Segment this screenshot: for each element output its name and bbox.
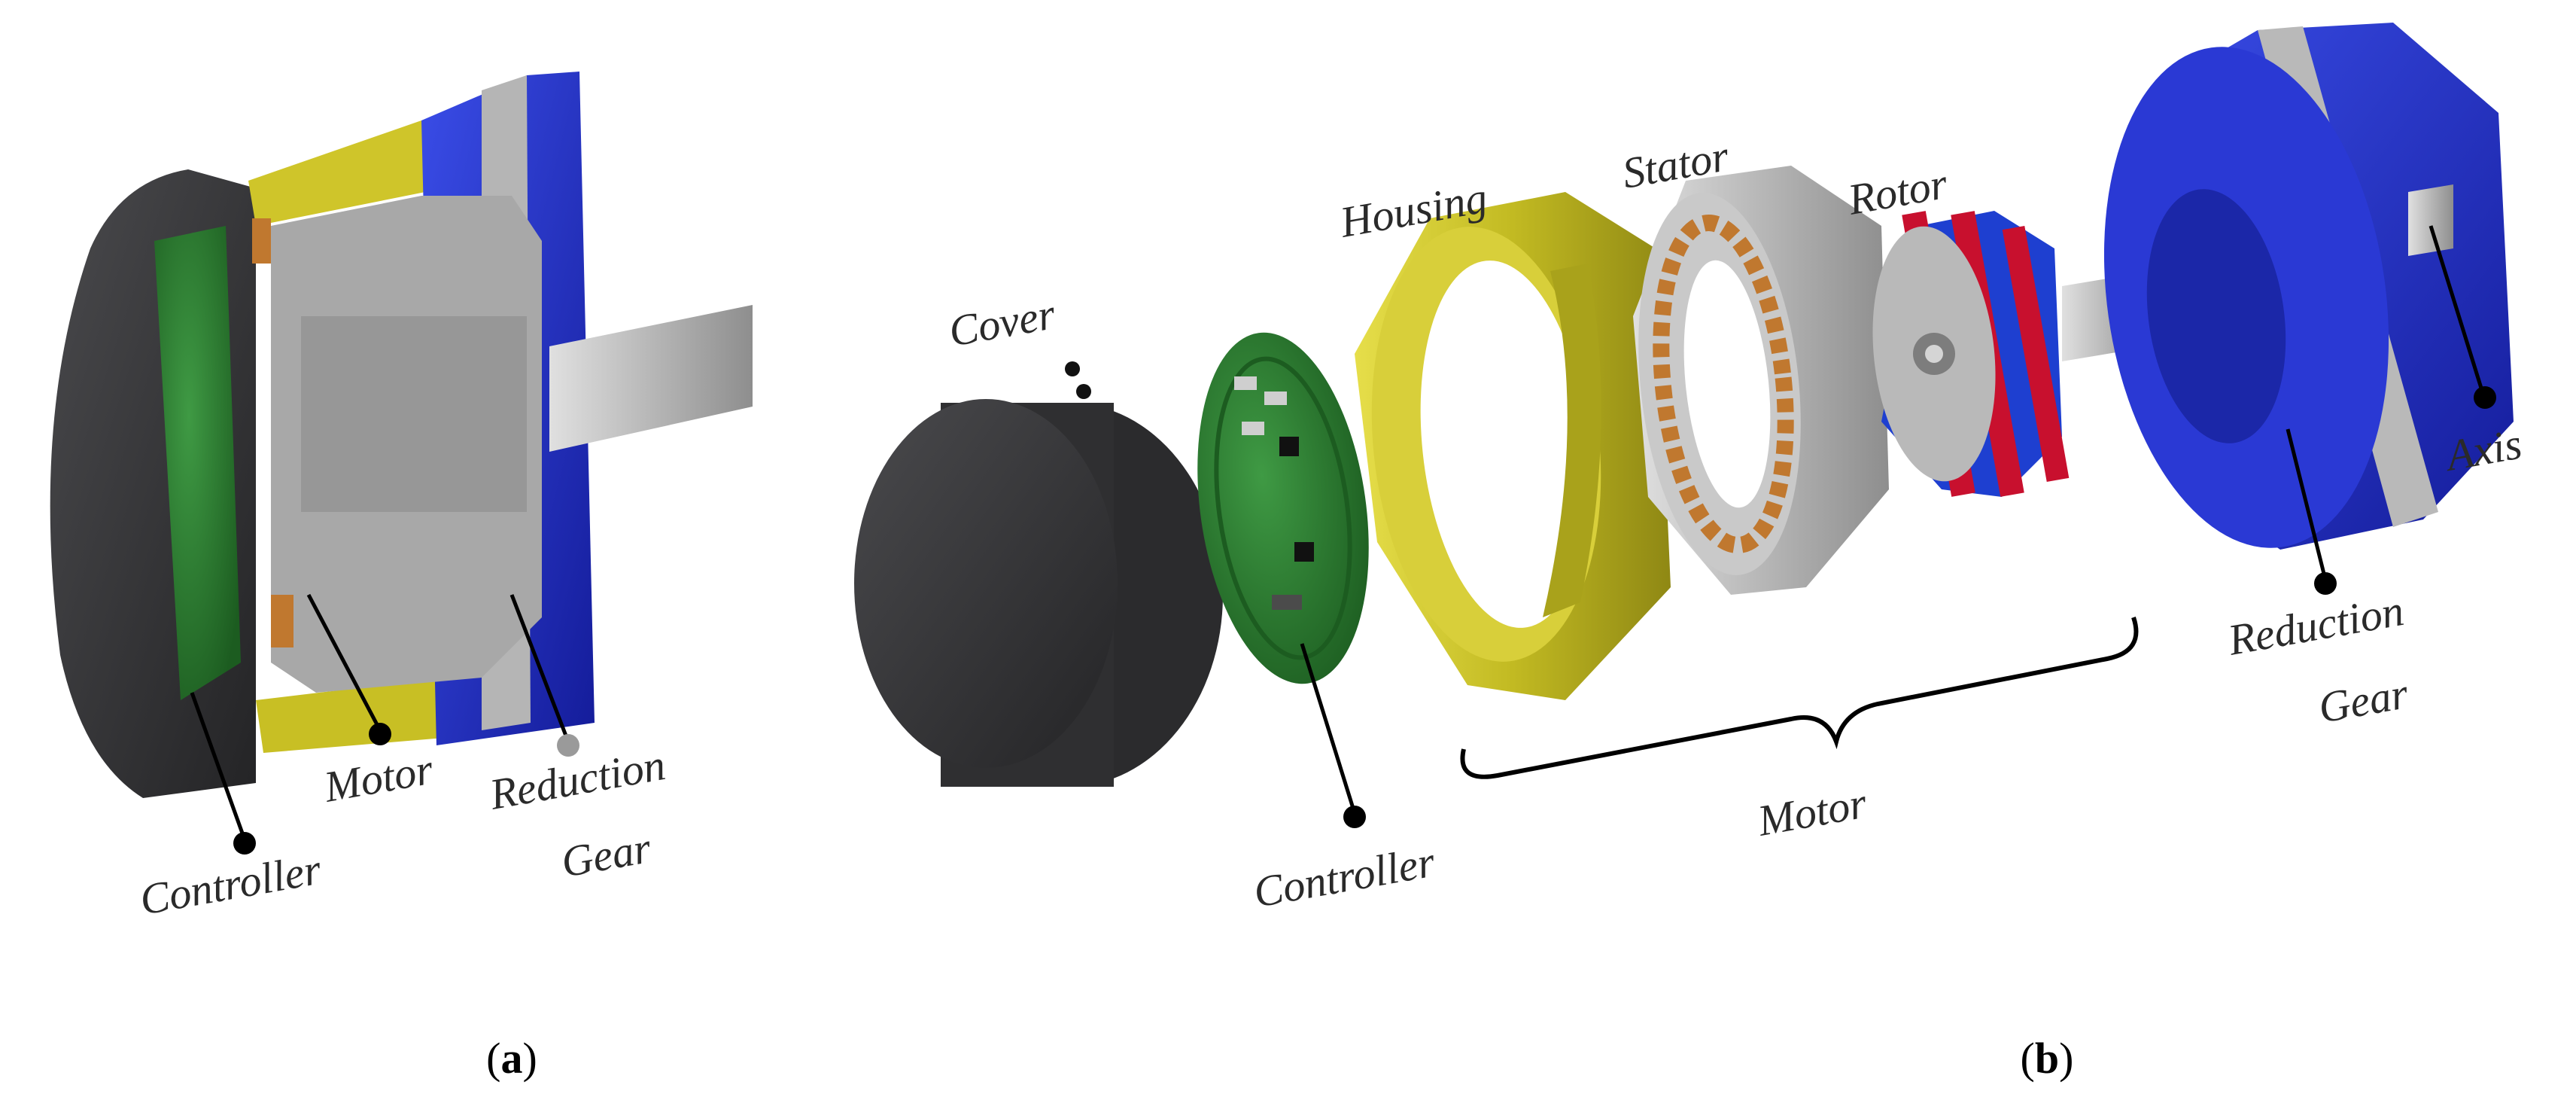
cutaway-rotor-core: [301, 316, 527, 512]
cutaway-copper-bottom: [271, 595, 293, 647]
label-a-controller: Controller: [136, 845, 325, 925]
label-b-reduction-2: Gear: [2315, 669, 2412, 733]
motor-brace: [1460, 617, 2139, 779]
label-a-motor: Motor: [320, 745, 436, 812]
cutaway-housing-bottom: [256, 678, 444, 753]
label-b-motor: Motor: [1753, 778, 1870, 845]
leader-a-motor: [306, 593, 382, 732]
cutaway-pcb: [154, 226, 241, 700]
dot-a-motor: [369, 723, 391, 745]
part-housing: [1355, 192, 1671, 700]
dot-b-axis: [2474, 386, 2496, 409]
panel-b-leaders: [1300, 225, 2486, 814]
cutaway-shaft: [549, 305, 753, 452]
panel-b-exploded: [854, 23, 2514, 787]
part-controller-pcb: [1197, 332, 1369, 684]
label-a-reduction-2: Gear: [558, 823, 655, 887]
cutaway-copper-top: [252, 218, 271, 264]
leader-a-controller: [190, 692, 247, 840]
leader-a-reduction: [509, 594, 570, 742]
part-stator: [1633, 166, 1889, 595]
part-reduction-gear: [2103, 23, 2514, 550]
dot-a-controller: [233, 832, 256, 855]
leader-b-axis: [2428, 225, 2486, 396]
leader-b-controller: [1300, 643, 1357, 814]
dot-b-reduction: [2314, 572, 2337, 595]
cutaway-housing-top: [248, 120, 444, 226]
leader-b-reduction: [2286, 428, 2328, 580]
label-b-rotor: Rotor: [1844, 159, 1951, 224]
label-b-controller: Controller: [1250, 837, 1439, 917]
label-b-cover: Cover: [945, 289, 1059, 356]
caption-b: (b): [2021, 1034, 2074, 1083]
caption-a: (a): [486, 1034, 537, 1083]
dot-b-controller: [1343, 806, 1366, 828]
dot-a-reduction: [557, 734, 579, 757]
part-axis: [2408, 184, 2453, 256]
panel-a-leaders: [190, 593, 570, 840]
label-b-reduction-1: Reduction: [2224, 586, 2407, 665]
part-rotor: [1872, 211, 2070, 497]
panel-a-cutaway: [50, 72, 753, 798]
part-cover: [854, 361, 1223, 787]
